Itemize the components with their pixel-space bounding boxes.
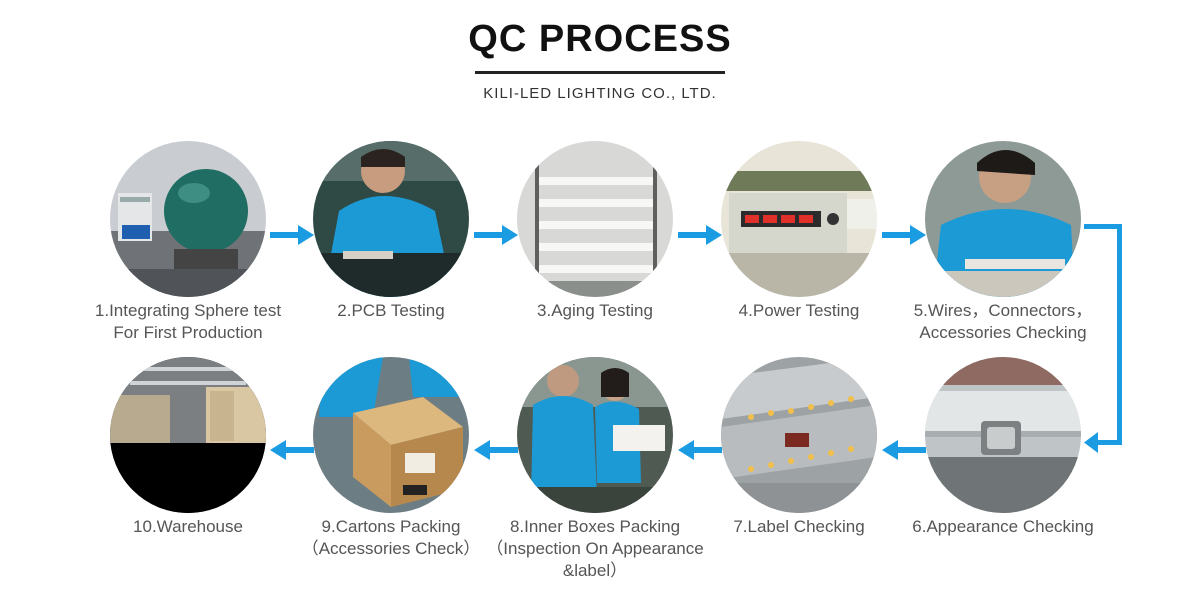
pcb-testing-photo bbox=[313, 141, 469, 297]
connector-down-arrow bbox=[1080, 220, 1130, 456]
arrow-left-icon bbox=[474, 440, 518, 460]
power-testing-photo bbox=[721, 141, 877, 297]
wires-checking-photo bbox=[925, 141, 1081, 297]
arrow-right-icon bbox=[882, 225, 926, 245]
appearance-checking-photo bbox=[925, 357, 1081, 513]
arrow-right-icon bbox=[474, 225, 518, 245]
inner-boxes-packing-photo bbox=[517, 357, 673, 513]
arrow-left-icon bbox=[270, 440, 314, 460]
step-label: 6.Appearance Checking bbox=[883, 516, 1123, 538]
arrow-right-icon bbox=[678, 225, 722, 245]
arrow-left-icon bbox=[678, 440, 722, 460]
page-title: QC PROCESS bbox=[0, 18, 1200, 61]
arrow-right-icon bbox=[270, 225, 314, 245]
integrating-sphere-photo bbox=[110, 141, 266, 297]
aging-testing-photo bbox=[517, 141, 673, 297]
title-underline bbox=[475, 71, 725, 74]
cartons-packing-photo bbox=[313, 357, 469, 513]
warehouse-photo bbox=[110, 357, 266, 513]
arrow-left-icon bbox=[882, 440, 926, 460]
label-checking-photo bbox=[721, 357, 877, 513]
company-name: KILI-LED LIGHTING CO., LTD. bbox=[0, 85, 1200, 102]
